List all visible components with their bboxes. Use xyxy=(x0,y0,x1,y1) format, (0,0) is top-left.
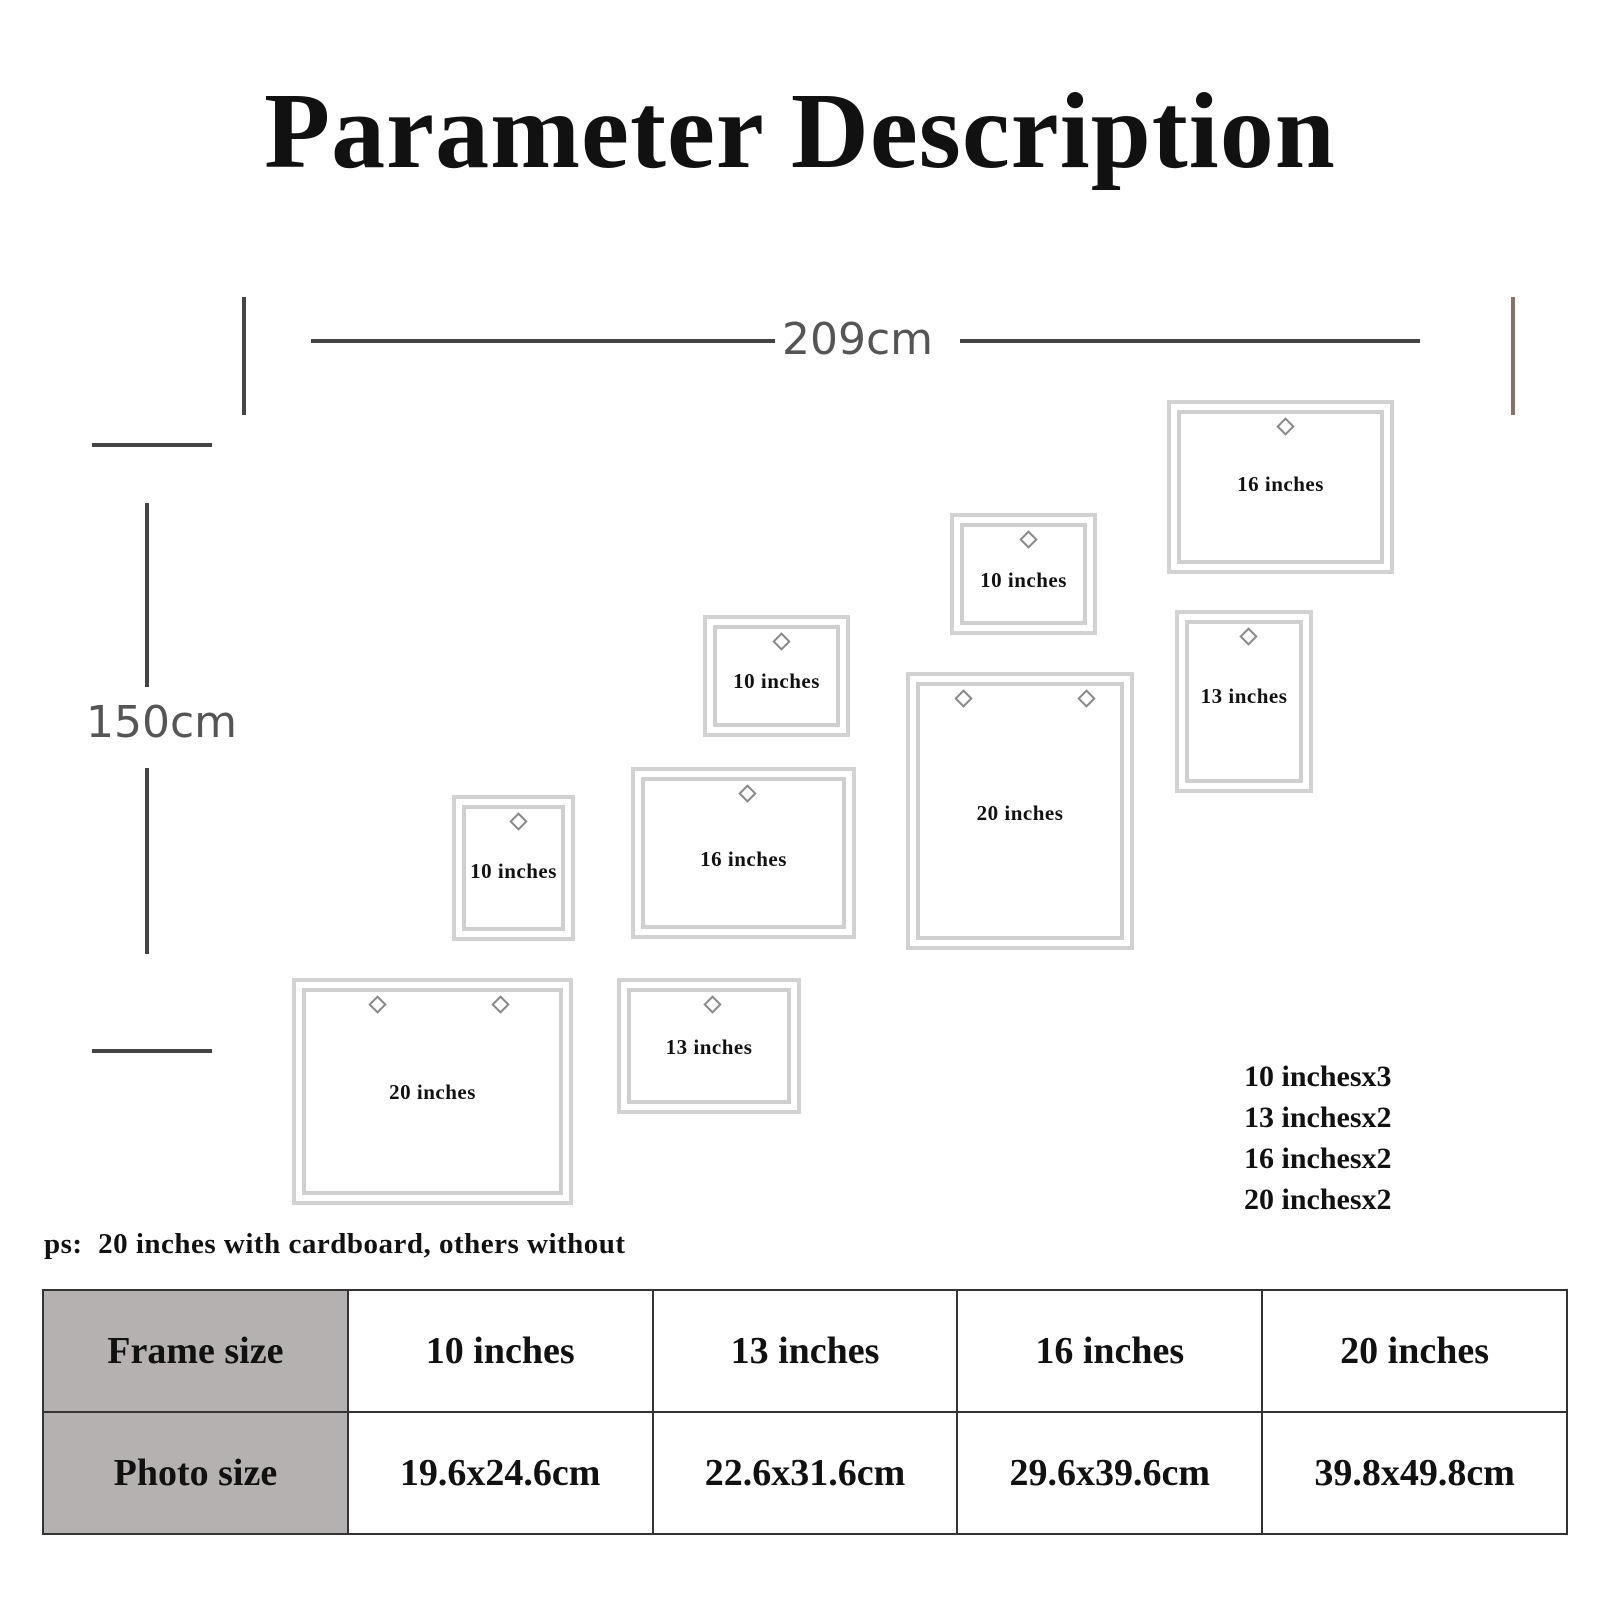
width-line-left xyxy=(311,339,775,343)
hook-icon xyxy=(1239,627,1258,646)
frame-label: 10 inches xyxy=(733,669,820,693)
frame-13-bottom: 13 inches xyxy=(617,978,801,1114)
frame-label: 16 inches xyxy=(700,847,787,871)
table-cell: 16 inches xyxy=(956,1289,1264,1413)
table-cell: 22.6x31.6cm xyxy=(651,1411,959,1535)
summary-line: 20 inchesx2 xyxy=(1244,1183,1392,1216)
table-row: Frame size 10 inches 13 inches 16 inches… xyxy=(42,1289,1568,1413)
hook-icon xyxy=(1276,417,1295,436)
height-label: 150cm xyxy=(86,697,238,748)
frame-20-center: 20 inches xyxy=(906,672,1134,950)
height-line-top xyxy=(145,503,149,687)
frame-16-top: 16 inches xyxy=(1167,400,1394,574)
hook-icon xyxy=(491,995,510,1014)
hook-icon xyxy=(368,995,387,1014)
page-title: Parameter Description xyxy=(264,72,1336,191)
table-cell: 10 inches xyxy=(346,1289,654,1413)
hook-icon xyxy=(703,995,722,1014)
table-cell: 39.8x49.8cm xyxy=(1261,1411,1568,1535)
summary-line: 16 inchesx2 xyxy=(1244,1142,1392,1175)
frame-label: 13 inches xyxy=(1200,684,1288,708)
width-right-tick xyxy=(1511,297,1515,415)
height-top-tick xyxy=(92,443,212,447)
frame-10-mid: 10 inches xyxy=(703,615,850,737)
hook-icon xyxy=(772,632,791,651)
frame-label: 10 inches xyxy=(980,568,1067,592)
summary-line: 10 inchesx3 xyxy=(1244,1060,1392,1093)
width-left-tick xyxy=(242,297,246,415)
table-row: Photo size 19.6x24.6cm 22.6x31.6cm 29.6x… xyxy=(42,1411,1568,1535)
cardboard-note: ps: 20 inches with cardboard, others wit… xyxy=(44,1228,626,1260)
frame-label: 10 inches xyxy=(470,859,557,883)
frame-label: 16 inches xyxy=(1237,472,1324,496)
row-header-frame-size: Frame size xyxy=(42,1289,349,1413)
summary-line: 13 inchesx2 xyxy=(1244,1101,1392,1134)
size-table: Frame size 10 inches 13 inches 16 inches… xyxy=(42,1289,1568,1535)
frame-10-left: 10 inches xyxy=(452,795,575,941)
frame-13-right: 13 inches xyxy=(1175,610,1313,793)
table-cell: 20 inches xyxy=(1261,1289,1568,1413)
frame-label: 13 inches xyxy=(665,1035,753,1059)
quantity-summary: 10 inchesx3 13 inchesx2 16 inchesx2 20 i… xyxy=(1244,1056,1392,1220)
width-line-right xyxy=(960,339,1420,343)
height-bottom-tick xyxy=(92,1049,212,1053)
frame-label: 20 inches xyxy=(976,801,1064,825)
table-cell: 13 inches xyxy=(651,1289,959,1413)
hook-icon xyxy=(738,784,757,803)
hook-icon xyxy=(1019,530,1038,549)
frame-label: 20 inches xyxy=(389,1080,476,1104)
frame-20-bottom: 20 inches xyxy=(292,978,573,1205)
table-cell: 29.6x39.6cm xyxy=(956,1411,1264,1535)
table-cell: 19.6x24.6cm xyxy=(346,1411,654,1535)
width-label: 209cm xyxy=(782,314,934,365)
height-line-bottom xyxy=(145,768,149,954)
row-header-photo-size: Photo size xyxy=(42,1411,349,1535)
hook-icon xyxy=(509,812,528,831)
hook-icon xyxy=(1077,689,1096,708)
frame-10-upper: 10 inches xyxy=(950,513,1097,635)
frame-16-mid: 16 inches xyxy=(631,767,856,939)
hook-icon xyxy=(954,689,973,708)
